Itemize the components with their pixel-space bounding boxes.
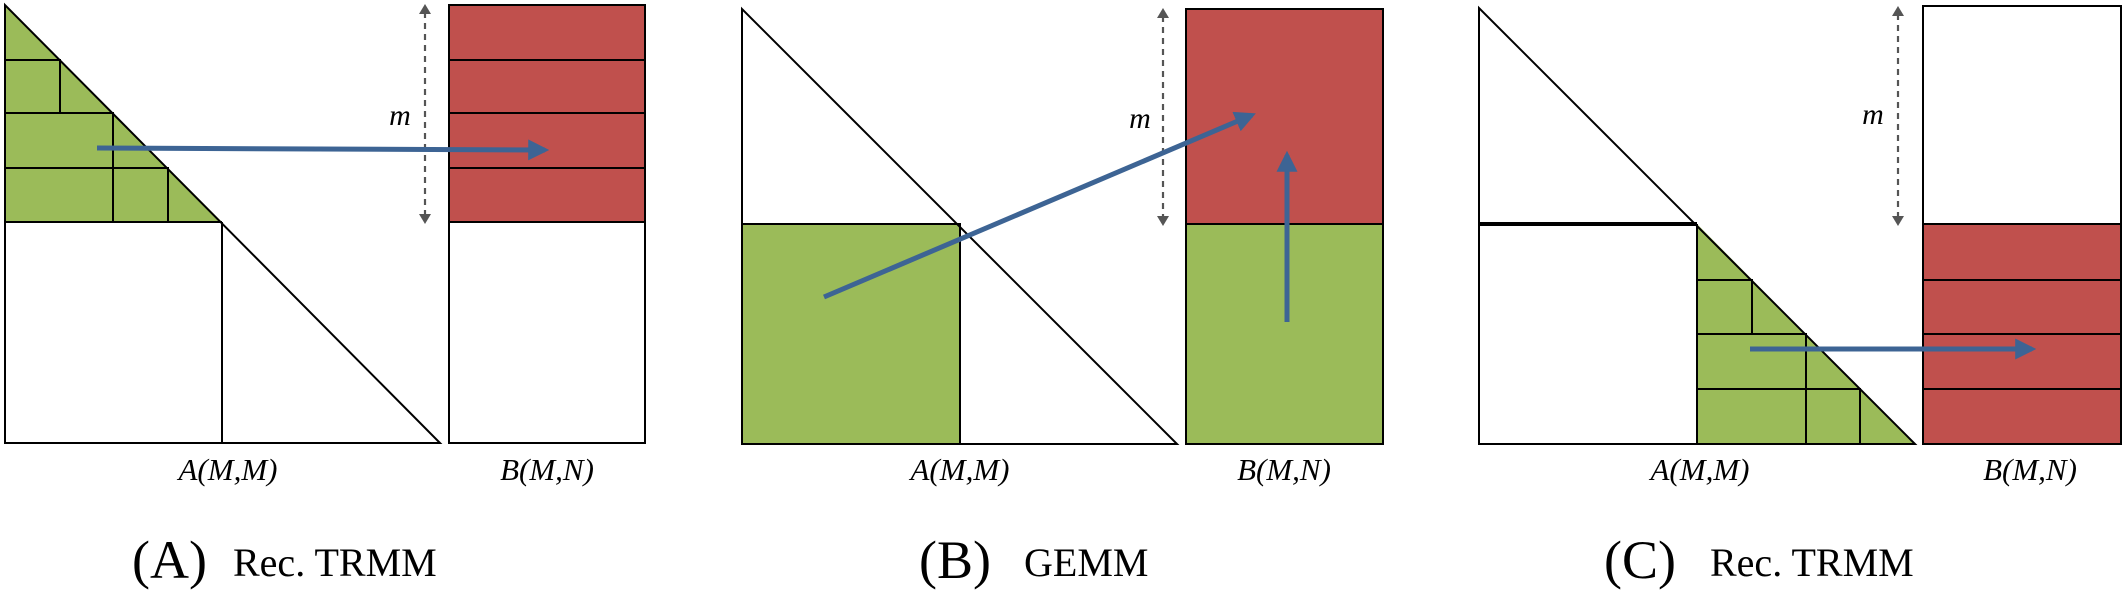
panel-a-caption-name: Rec. TRMM [233, 540, 437, 585]
panel-a-matrix-b: B(M,N) [448, 4, 646, 487]
panel-a: A(M,M) B(M,N) m (A) Rec. TRMM [4, 2, 646, 590]
panel-a-dim-label: m [389, 99, 411, 132]
panel-c-caption: (C) Rec. TRMM [1604, 530, 1914, 590]
panel-c-label-a: A(M,M) [1649, 452, 1750, 487]
panel-c-caption-name: Rec. TRMM [1710, 540, 1914, 585]
panel-b-caption-letter: (B) [919, 530, 991, 590]
panel-c: A(M,M) B(M,N) m (C) Rec. TRMM [1478, 5, 2122, 590]
panel-a-caption: (A) Rec. TRMM [132, 530, 437, 590]
panel-c-matrix-b: B(M,N) [1922, 5, 2122, 487]
panel-a-matrix-a: A(M,M) [4, 2, 443, 487]
panel-c-matrix-a: A(M,M) [1478, 5, 1918, 487]
panel-a-arrow [96, 139, 550, 161]
panel-a-dimension-marker: m [389, 4, 431, 224]
panel-b-label-b: B(M,N) [1237, 452, 1331, 487]
panel-c-label-b: B(M,N) [1983, 452, 2077, 487]
panel-b-arrow-diagonal [823, 111, 1256, 300]
panel-c-caption-letter: (C) [1604, 530, 1676, 590]
panel-b-dim-label: m [1129, 102, 1151, 135]
panel-a-caption-letter: (A) [132, 530, 207, 590]
panel-c-dim-label: m [1862, 98, 1884, 131]
panel-b: A(M,M) B(M,N) m (B) GEMM [741, 6, 1384, 590]
panel-c-dimension-marker: m [1862, 6, 1904, 226]
panel-a-label-b: B(M,N) [500, 452, 594, 487]
panel-b-label-a: A(M,M) [909, 452, 1010, 487]
panel-b-caption-name: GEMM [1024, 540, 1148, 585]
panel-a-label-a: A(M,M) [177, 452, 278, 487]
panel-b-matrix-a: A(M,M) [741, 6, 1180, 487]
panel-b-dimension-marker: m [1129, 8, 1169, 226]
panel-b-caption: (B) GEMM [919, 530, 1148, 590]
